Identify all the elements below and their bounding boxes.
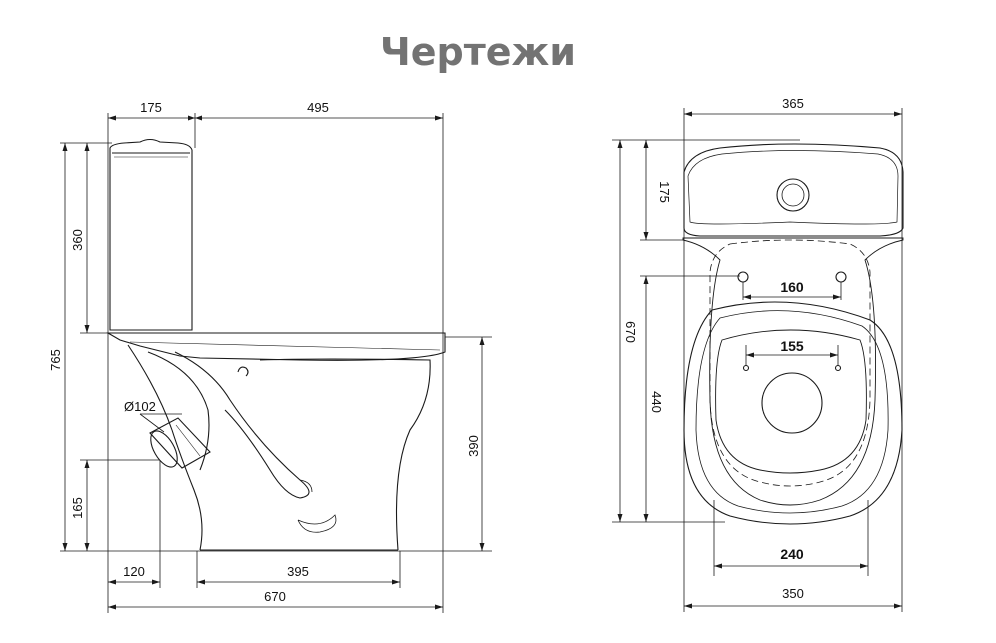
dim-total-length-top: 670 [623,321,638,343]
dim-hole-spacing-inner: 155 [780,338,804,354]
dim-outlet-offset: 120 [123,564,145,579]
page-title: Чертежи [380,30,576,74]
dim-bowl-length: 440 [649,391,664,413]
top-view-outline [612,108,904,612]
dim-tank-depth-top: 175 [657,181,672,203]
dim-outlet-height: 165 [70,497,85,519]
dim-total-height: 765 [48,349,63,371]
side-view-outline [60,113,492,613]
dim-hole-spacing-outer: 160 [780,279,804,295]
dim-bowl-depth: 495 [307,100,329,115]
dim-bowl-width: 350 [782,586,804,601]
dim-outlet-diameter: Ø102 [124,399,156,414]
dim-tank-depth: 175 [140,100,162,115]
dim-total-length: 670 [264,589,286,604]
dim-bowl-height: 390 [466,435,481,457]
dim-base-length: 395 [287,564,309,579]
dim-base-width: 240 [780,546,804,562]
dim-tank-width: 365 [782,96,804,111]
dim-tank-height: 360 [70,229,85,251]
